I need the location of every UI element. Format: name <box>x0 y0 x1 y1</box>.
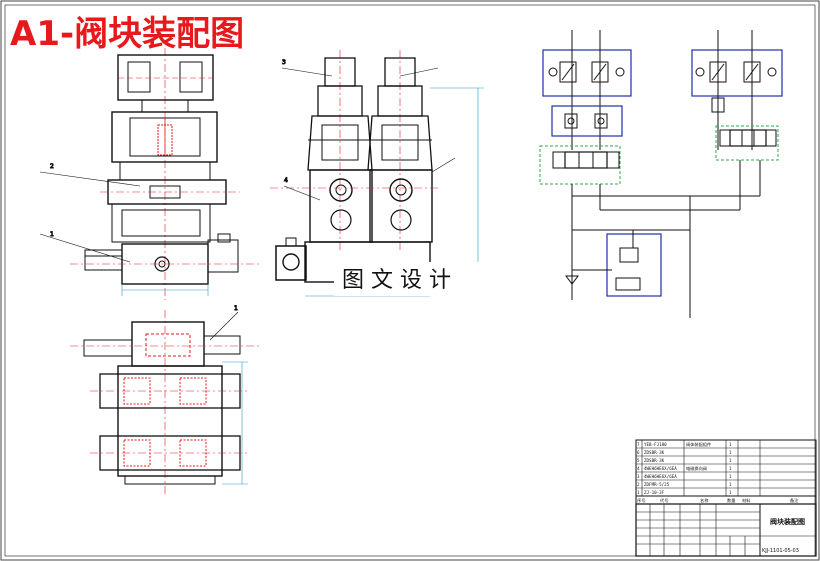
bom-table <box>635 439 817 505</box>
schematic-relief-box <box>606 233 662 297</box>
leader-label-3: 3 <box>282 59 286 66</box>
schematic-valve-right <box>715 125 779 161</box>
bom-row-no: 3 <box>637 474 640 479</box>
front-view: 2 1 <box>39 48 260 300</box>
schematic-valve-left <box>539 145 621 185</box>
bom-row-qty: 1 <box>729 450 732 455</box>
bom-header-code: 代号 <box>660 497 668 504</box>
bom-row-qty: 1 <box>729 490 732 495</box>
bom-row-code: ZDSBR-3K <box>644 450 665 455</box>
bom-row-no: 5 <box>637 458 640 463</box>
bom-header-material: 材料 <box>742 497 751 504</box>
bom-header-qty: 数量 <box>727 497 735 504</box>
bom-row-name: 阀体装配组件 <box>686 441 711 448</box>
bom-row-no: 1 <box>637 490 640 495</box>
bom-row-code: ZDSBR-3K <box>644 458 665 463</box>
bom-row-qty: 1 <box>729 442 732 447</box>
title-block-drawing-no: KJJ-1101-05-03 <box>762 548 799 554</box>
bom-row-code: 4WEH6HE6X/6EA <box>644 474 677 479</box>
bom-row-code: ZDFMR-5/25 <box>644 482 670 487</box>
watermark-text: 图 文 设 计 <box>342 268 451 293</box>
bom-row-no: 7 <box>637 442 640 447</box>
side-view: 3 4 <box>270 50 484 297</box>
title-block-drawing-name: 阀块装配图 <box>770 517 805 526</box>
schematic-box-left-top <box>542 49 632 97</box>
bom-header-no: 序号 <box>637 497 645 504</box>
bom-row-qty: 1 <box>729 474 732 479</box>
bom-row-no: 2 <box>637 482 640 487</box>
bom-header-remark: 备注 <box>790 497 799 504</box>
leader-label-4: 4 <box>284 177 288 184</box>
hydraulic-schematic <box>539 30 783 318</box>
bom-row-qty: 1 <box>729 482 732 487</box>
bom-row-name: 电磁换向阀 <box>686 465 707 472</box>
bom-row-code: YEB-FJ180 <box>644 442 667 447</box>
bom-row-no: 4 <box>637 466 640 471</box>
bom-row-code: ZJ-10-3F <box>644 490 665 495</box>
leader-label-top-1: 1 <box>234 305 238 312</box>
bom-row-qty: 1 <box>729 458 732 463</box>
bom-rows: 7 YEB-FJ180 阀体装配组件 1 6 ZDSBR-3K 1 5 ZDSB… <box>637 441 799 504</box>
watermark-bg <box>334 262 484 296</box>
title-block <box>635 503 817 557</box>
bom-row-code: 4WEH6HE6X/6EA <box>644 466 677 471</box>
leader-label-1: 1 <box>50 231 54 238</box>
bom-header-name: 名称 <box>700 497 708 504</box>
bom-row-no: 6 <box>637 450 640 455</box>
top-view: 1 <box>70 305 260 495</box>
bom-row-qty: 1 <box>729 466 732 471</box>
schematic-box-left-mid <box>551 105 623 137</box>
drawing-title: A1-阀块装配图 <box>10 14 244 54</box>
schematic-box-right-top <box>691 49 783 97</box>
leader-label-2: 2 <box>50 163 54 170</box>
inner-border <box>4 4 816 557</box>
